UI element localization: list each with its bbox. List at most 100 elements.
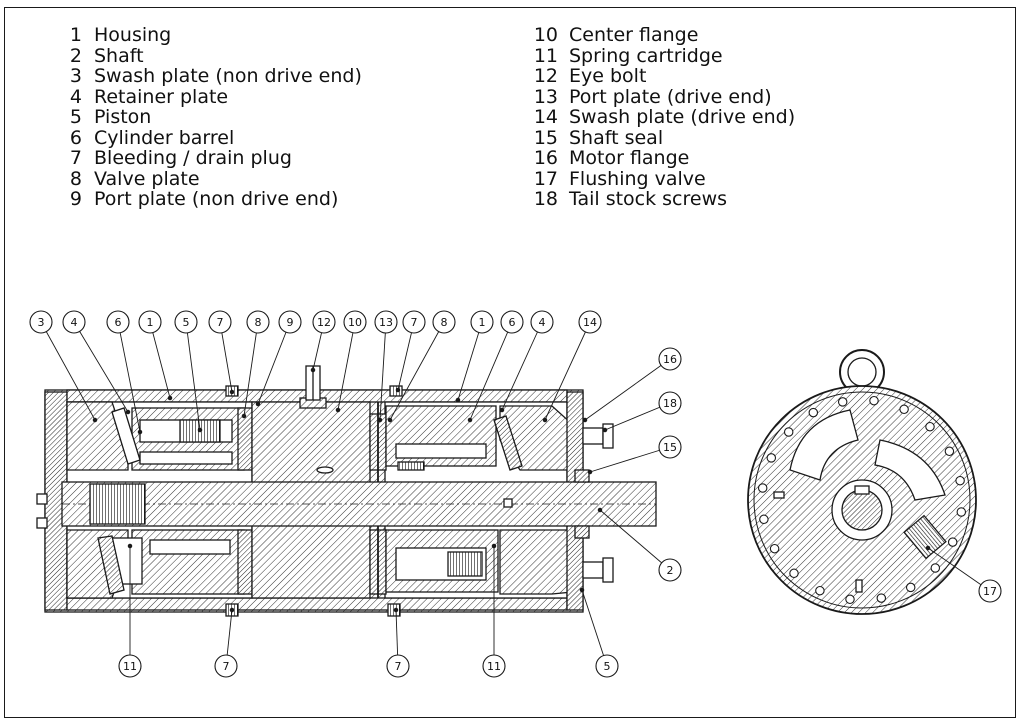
- callout-number: 3: [38, 316, 45, 329]
- legend-item: 14 Swash plate (drive end): [530, 107, 795, 128]
- callout-bubble: 2: [658, 558, 682, 582]
- callout-circle: [29, 310, 53, 334]
- callout-number: 15: [663, 441, 677, 454]
- legend-label: Shaft seal: [569, 126, 664, 149]
- callout-number: 7: [223, 660, 230, 673]
- bolt-hole: [905, 582, 916, 593]
- callout-bubble: 7: [208, 310, 232, 334]
- callout-circle: [278, 310, 302, 334]
- leader-line: [149, 321, 171, 399]
- callout-number: 2: [667, 564, 674, 577]
- callout-circle: [978, 579, 1002, 603]
- bolt-hole: [925, 421, 935, 432]
- legend-label: Swash plate (drive end): [569, 106, 796, 128]
- leader-arrow: [455, 397, 461, 403]
- legend-number: 5: [69, 106, 82, 128]
- legend-number: 16: [533, 147, 558, 169]
- leader-line: [40, 321, 96, 421]
- callout-circle: [500, 310, 524, 334]
- leader-line: [73, 321, 129, 413]
- callout-bubble: 1: [470, 310, 494, 334]
- callout-number: 9: [287, 316, 294, 329]
- callout-number: 6: [115, 316, 122, 329]
- callout-circle: [595, 654, 619, 678]
- callout-bubble: 16: [658, 347, 682, 371]
- bolt-hole: [769, 543, 780, 554]
- leader-line: [599, 509, 671, 571]
- legend-item: 5 Piston: [60, 107, 362, 128]
- callout-circle: [118, 654, 142, 678]
- callout-bubble: 7: [402, 310, 426, 334]
- callout-circle: [658, 391, 682, 415]
- legend-label: Tail stock screws: [569, 188, 728, 210]
- callout-bubble: 4: [530, 310, 554, 334]
- legend-label: Swash plate (non drive end): [94, 65, 362, 87]
- leader-arrow: [310, 367, 316, 373]
- legend-item: 16 Motor flange: [530, 148, 795, 169]
- legend-number: 14: [533, 106, 558, 128]
- callout-number: 1: [479, 316, 486, 329]
- leader-line: [457, 321, 483, 401]
- bolt-hole: [899, 404, 909, 415]
- callout-number: 7: [411, 316, 418, 329]
- callout-bubble: 18: [658, 391, 682, 415]
- bolt-hole: [944, 446, 955, 457]
- bolt-hole: [783, 427, 794, 437]
- leader-arrow: [582, 417, 588, 423]
- callout-circle: [214, 654, 238, 678]
- callout-bubble: 4: [62, 310, 86, 334]
- callout-number: 12: [317, 316, 331, 329]
- leader-arrow: [241, 413, 247, 419]
- leader-arrow: [579, 587, 585, 593]
- end-view-drawing: [747, 349, 977, 615]
- leader-arrow: [377, 417, 383, 423]
- legend-number: 13: [533, 85, 558, 108]
- callout-circle: [658, 558, 682, 582]
- leader-line: [544, 321, 591, 421]
- legend-label: Motor flange: [569, 147, 690, 169]
- callout-bubble: 7: [214, 654, 238, 678]
- callout-bubble: 1: [138, 310, 162, 334]
- callout-bubble: 8: [432, 310, 456, 334]
- callout-bubble: 6: [500, 310, 524, 334]
- callout-circle: [106, 310, 130, 334]
- callout-circle: [530, 310, 554, 334]
- callout-number: 7: [395, 660, 402, 673]
- leader-lines: [40, 321, 991, 667]
- leader-arrow: [467, 417, 473, 423]
- callout-number: 11: [487, 660, 501, 673]
- leader-arrow: [197, 427, 203, 433]
- legend-label: Valve plate: [94, 167, 200, 190]
- callout-circle: [578, 310, 602, 334]
- leader-line: [581, 589, 608, 667]
- bolt-hole: [947, 537, 958, 547]
- callout-number: 14: [583, 316, 597, 329]
- callout-circle: [62, 310, 86, 334]
- legend-label: Housing: [94, 24, 172, 46]
- bolt-hole: [876, 593, 887, 603]
- callout-bubble: 7: [386, 654, 410, 678]
- callout-number: 4: [539, 316, 546, 329]
- legend-label: Piston: [94, 106, 152, 128]
- callout-number: 1: [147, 316, 154, 329]
- callout-bubble: 9: [278, 310, 302, 334]
- leader-arrow: [602, 427, 608, 433]
- leader-line: [604, 402, 671, 431]
- leader-arrow: [395, 387, 401, 393]
- callout-circle: [174, 310, 198, 334]
- callout-circle: [343, 310, 367, 334]
- callout-circle: [470, 310, 494, 334]
- leader-arrow: [597, 507, 603, 513]
- leader-arrow: [925, 545, 931, 551]
- legend-label: Spring cartridge: [569, 44, 723, 67]
- callout-circle: [208, 310, 232, 334]
- leader-arrow: [335, 407, 341, 413]
